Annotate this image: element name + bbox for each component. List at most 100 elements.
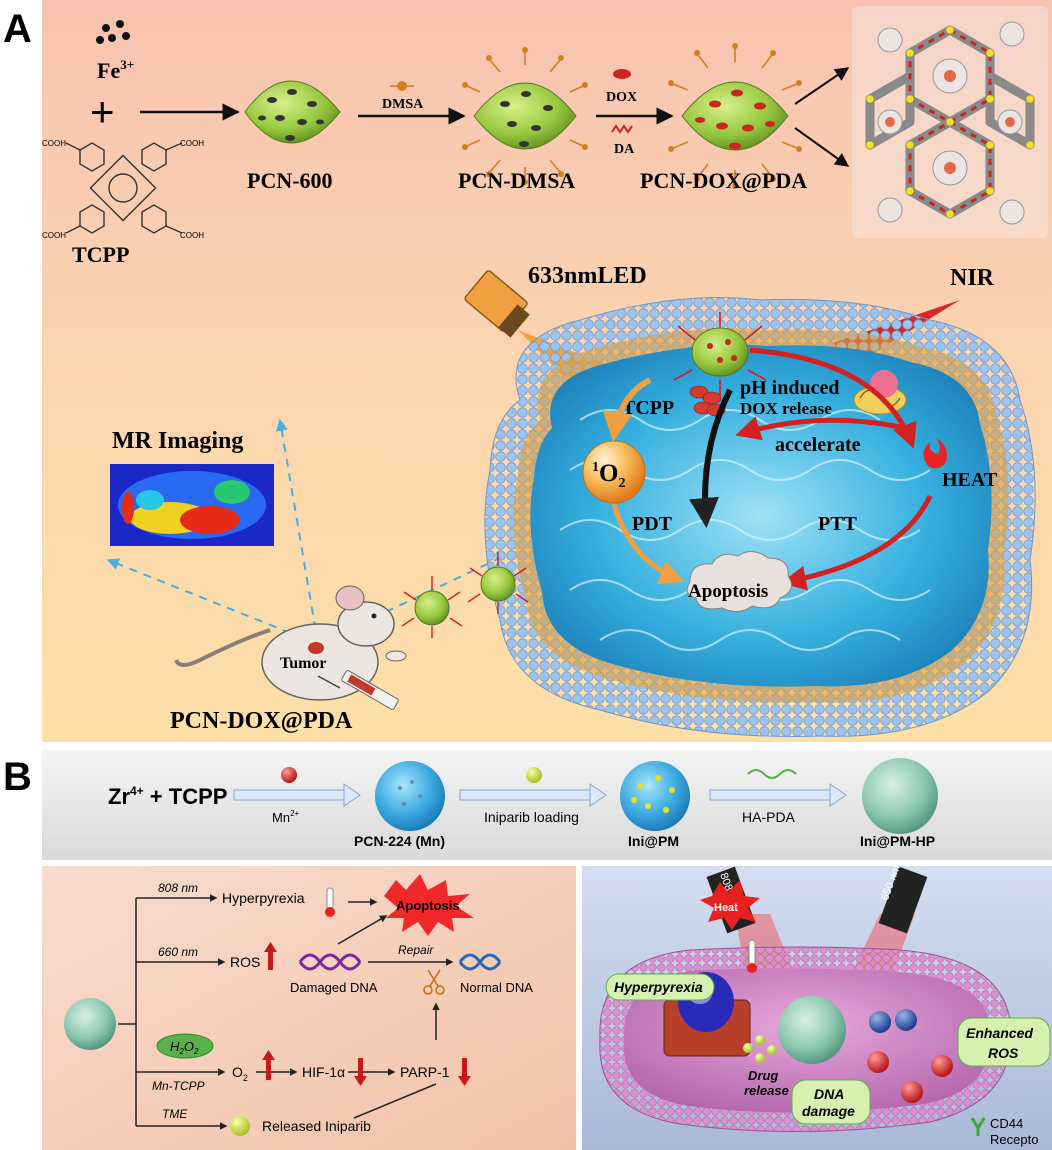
receptor-label: Recepto	[990, 1132, 1038, 1147]
panel-a-letter: A	[3, 7, 32, 51]
ini-pm-label: Ini@PM	[628, 833, 679, 849]
cell-nanoparticle-icon	[778, 996, 846, 1064]
release-label: release	[744, 1083, 789, 1098]
iniparib-icon	[526, 767, 542, 783]
apoptosis-cloud-icon	[686, 551, 793, 612]
pcn-dox-pda-bottom-label: PCN-DOX@PDA	[170, 708, 353, 734]
hyperpyrexia-pill	[605, 973, 715, 1001]
drug-release-dots-icon	[743, 1035, 777, 1063]
da-molecule-icon	[611, 124, 633, 134]
arrow-to-lattice-bottom	[794, 127, 850, 167]
nanoparticle-in-cell-icon	[673, 312, 767, 395]
tcpp-structure-icon	[65, 142, 183, 234]
enhanced-label: Enhanced	[966, 1025, 1033, 1041]
ros-label: ROS	[230, 954, 260, 970]
pdt-arrow	[611, 503, 685, 585]
singlet-oxygen-label: 1O2	[592, 460, 625, 491]
fe-label: Fe3+	[97, 57, 134, 83]
cell-hyperpyrexia-label: Hyperpyrexia	[614, 979, 703, 995]
apoptosis-label: Apoptosis	[688, 581, 768, 602]
nm808-label: 808 nm	[158, 881, 198, 895]
hif-label: HIF-1α	[302, 1064, 345, 1080]
cd44-label: CD44	[990, 1116, 1023, 1131]
arrow-mn	[233, 789, 345, 801]
enhanced-ros-label: ROS	[988, 1045, 1019, 1061]
syringe-icon	[317, 670, 399, 710]
dox-release-arrow	[689, 388, 733, 528]
heat-burst-icon	[700, 880, 760, 930]
arrow-to-lattice-top	[794, 67, 850, 105]
laser-650-icon	[878, 866, 928, 934]
pathway-background	[42, 866, 576, 1150]
released-iniparib-label: Released Iniparib	[262, 1118, 371, 1134]
o2-up-arrow	[266, 1058, 271, 1080]
tcpp-arrow	[602, 377, 652, 442]
released-iniparib-icon	[230, 1116, 250, 1136]
pathway-particle-icon	[64, 998, 116, 1050]
iniparib-loading-label: Iniparib loading	[484, 809, 579, 825]
parp-label: PARP-1	[400, 1064, 450, 1080]
pcn224-particle-icon	[375, 761, 445, 831]
repair-label: Repair	[398, 943, 434, 957]
tcpp-label: TCPP	[72, 242, 129, 267]
led-label: 633nmLED	[528, 263, 647, 289]
nm660-label: 660 nm	[158, 945, 198, 959]
led-device-icon	[464, 270, 530, 338]
cooh-label-4: COOH	[180, 231, 204, 240]
heat-b-label: Heat	[714, 902, 738, 914]
hif-down-arrow	[358, 1058, 363, 1078]
mn-ion-icon	[281, 767, 297, 783]
pathway-lines	[118, 894, 454, 1130]
cell-membrane-icon	[484, 297, 1036, 737]
ph-release-line1: pH induced	[740, 377, 839, 399]
accelerate-label: accelerate	[775, 434, 861, 456]
damage-label: damage	[802, 1103, 855, 1119]
ha-pda-label: HA-PDA	[742, 809, 796, 825]
ros-up-arrow	[268, 950, 273, 970]
cooh-label-3: COOH	[42, 231, 66, 240]
damaged-dna-icon	[298, 953, 362, 971]
scissors-icon	[423, 969, 445, 995]
pcn224-label: PCN-224 (Mn)	[354, 833, 445, 849]
ros-balls-icon	[867, 1009, 953, 1103]
cell-thermometer-icon	[747, 939, 757, 973]
nanoparticle-free-1-icon	[401, 576, 463, 638]
arrow-iniparib	[459, 789, 591, 801]
mn-label: Mn2+	[272, 809, 300, 825]
h2o2-label: H2O2	[170, 1039, 199, 1056]
cd44-receptor-icon	[970, 1117, 986, 1136]
drug-label: Drug	[748, 1068, 778, 1083]
accelerate-arrow	[735, 416, 906, 441]
pcn-dmsa-label: PCN-DMSA	[458, 168, 575, 193]
dox-label: DOX	[606, 90, 637, 105]
thermometer-icon	[325, 887, 335, 917]
ph-release-line2: DOX release	[740, 399, 832, 418]
mr-image-icon	[110, 464, 274, 546]
o2-label: O2	[232, 1064, 248, 1083]
nucleus-icon	[663, 972, 751, 1057]
mof-lattice-icon	[852, 6, 1048, 238]
ini-pm-particle-icon	[620, 761, 690, 831]
enhanced-ros-pill	[957, 1017, 1051, 1067]
h2o2-pill	[156, 1033, 214, 1059]
nanoparticle-free-2-icon	[467, 552, 529, 614]
ptt-arrow	[781, 494, 933, 591]
apoptosis-burst-icon	[384, 874, 474, 936]
apoptosis-b-label: Apoptosis	[396, 898, 460, 913]
dna-label: DNA	[814, 1086, 844, 1102]
ini-pm-hp-particle-icon	[862, 758, 938, 834]
pcn600-label: PCN-600	[247, 168, 333, 193]
dna-damage-pill	[791, 1079, 871, 1125]
arrow-ha-pda	[709, 789, 831, 801]
pcn600-particle-icon	[244, 80, 341, 144]
hyperpyrexia-label: Hyperpyrexia	[222, 890, 305, 906]
panel-b: Zr4+ + TCPP Mn2+ PCN-224 (Mn) Iniparib l…	[42, 750, 1052, 1150]
nir-heat-arrow	[749, 347, 917, 449]
parp-down-arrow	[462, 1058, 467, 1078]
dmsa-label: DMSA	[382, 97, 424, 112]
pcn-dox-pda-label: PCN-DOX@PDA	[640, 168, 807, 193]
damaged-dna-label: Damaged DNA	[290, 980, 378, 995]
panel-a: Fe3+ + COOH COOH COOH COOH TCPP	[42, 0, 1052, 742]
ini-pm-hp-label: Ini@PM-HP	[860, 833, 935, 849]
